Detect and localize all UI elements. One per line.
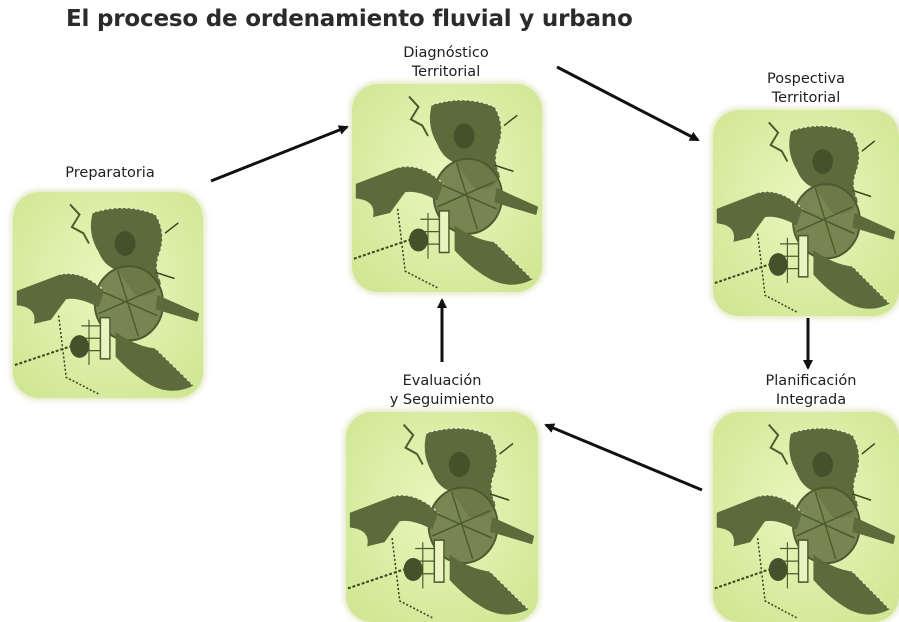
map-illustration [713, 412, 899, 622]
stage-label-pospectiva: Pospectiva Territorial [746, 70, 866, 108]
stage-label-line2: Territorial [411, 64, 481, 80]
stage-tile-diagnostico[interactable] [352, 84, 542, 292]
stage-label-line1: Pospectiva [767, 71, 845, 87]
map-illustration [713, 110, 899, 316]
stage-label-evaluacion: Evaluación y Seguimiento [372, 372, 512, 410]
stage-label-line1: Evaluación [402, 373, 482, 389]
stage-label-line2: Territorial [771, 90, 841, 106]
stage-label-line2: Integrada [775, 392, 847, 408]
arrow-diagnostico-to-pospectiva [556, 65, 700, 142]
stage-label-planificacion: Planificación Integrada [746, 372, 876, 410]
stage-tile-pospectiva[interactable] [713, 110, 899, 316]
arrow-preparatoria-to-diagnostico [210, 125, 349, 183]
page-title: El proceso de ordenamiento fluvial y urb… [66, 6, 633, 32]
map-illustration [346, 412, 538, 622]
map-illustration [13, 192, 203, 398]
map-illustration [352, 84, 542, 292]
stage-tile-preparatoria[interactable] [13, 192, 203, 398]
stage-label-line1: Planificación [765, 373, 857, 389]
stage-label-preparatoria: Preparatoria [55, 164, 165, 183]
stage-tile-planificacion[interactable] [713, 412, 899, 622]
stage-label-line2: y Seguimiento [389, 392, 495, 408]
stage-tile-evaluacion[interactable] [346, 412, 538, 622]
stage-label-line1: Preparatoria [65, 165, 155, 181]
stage-label-line1: Diagnóstico [403, 45, 489, 61]
stage-label-diagnostico: Diagnóstico Territorial [386, 44, 506, 82]
arrow-planificacion-to-evaluacion [544, 423, 703, 492]
